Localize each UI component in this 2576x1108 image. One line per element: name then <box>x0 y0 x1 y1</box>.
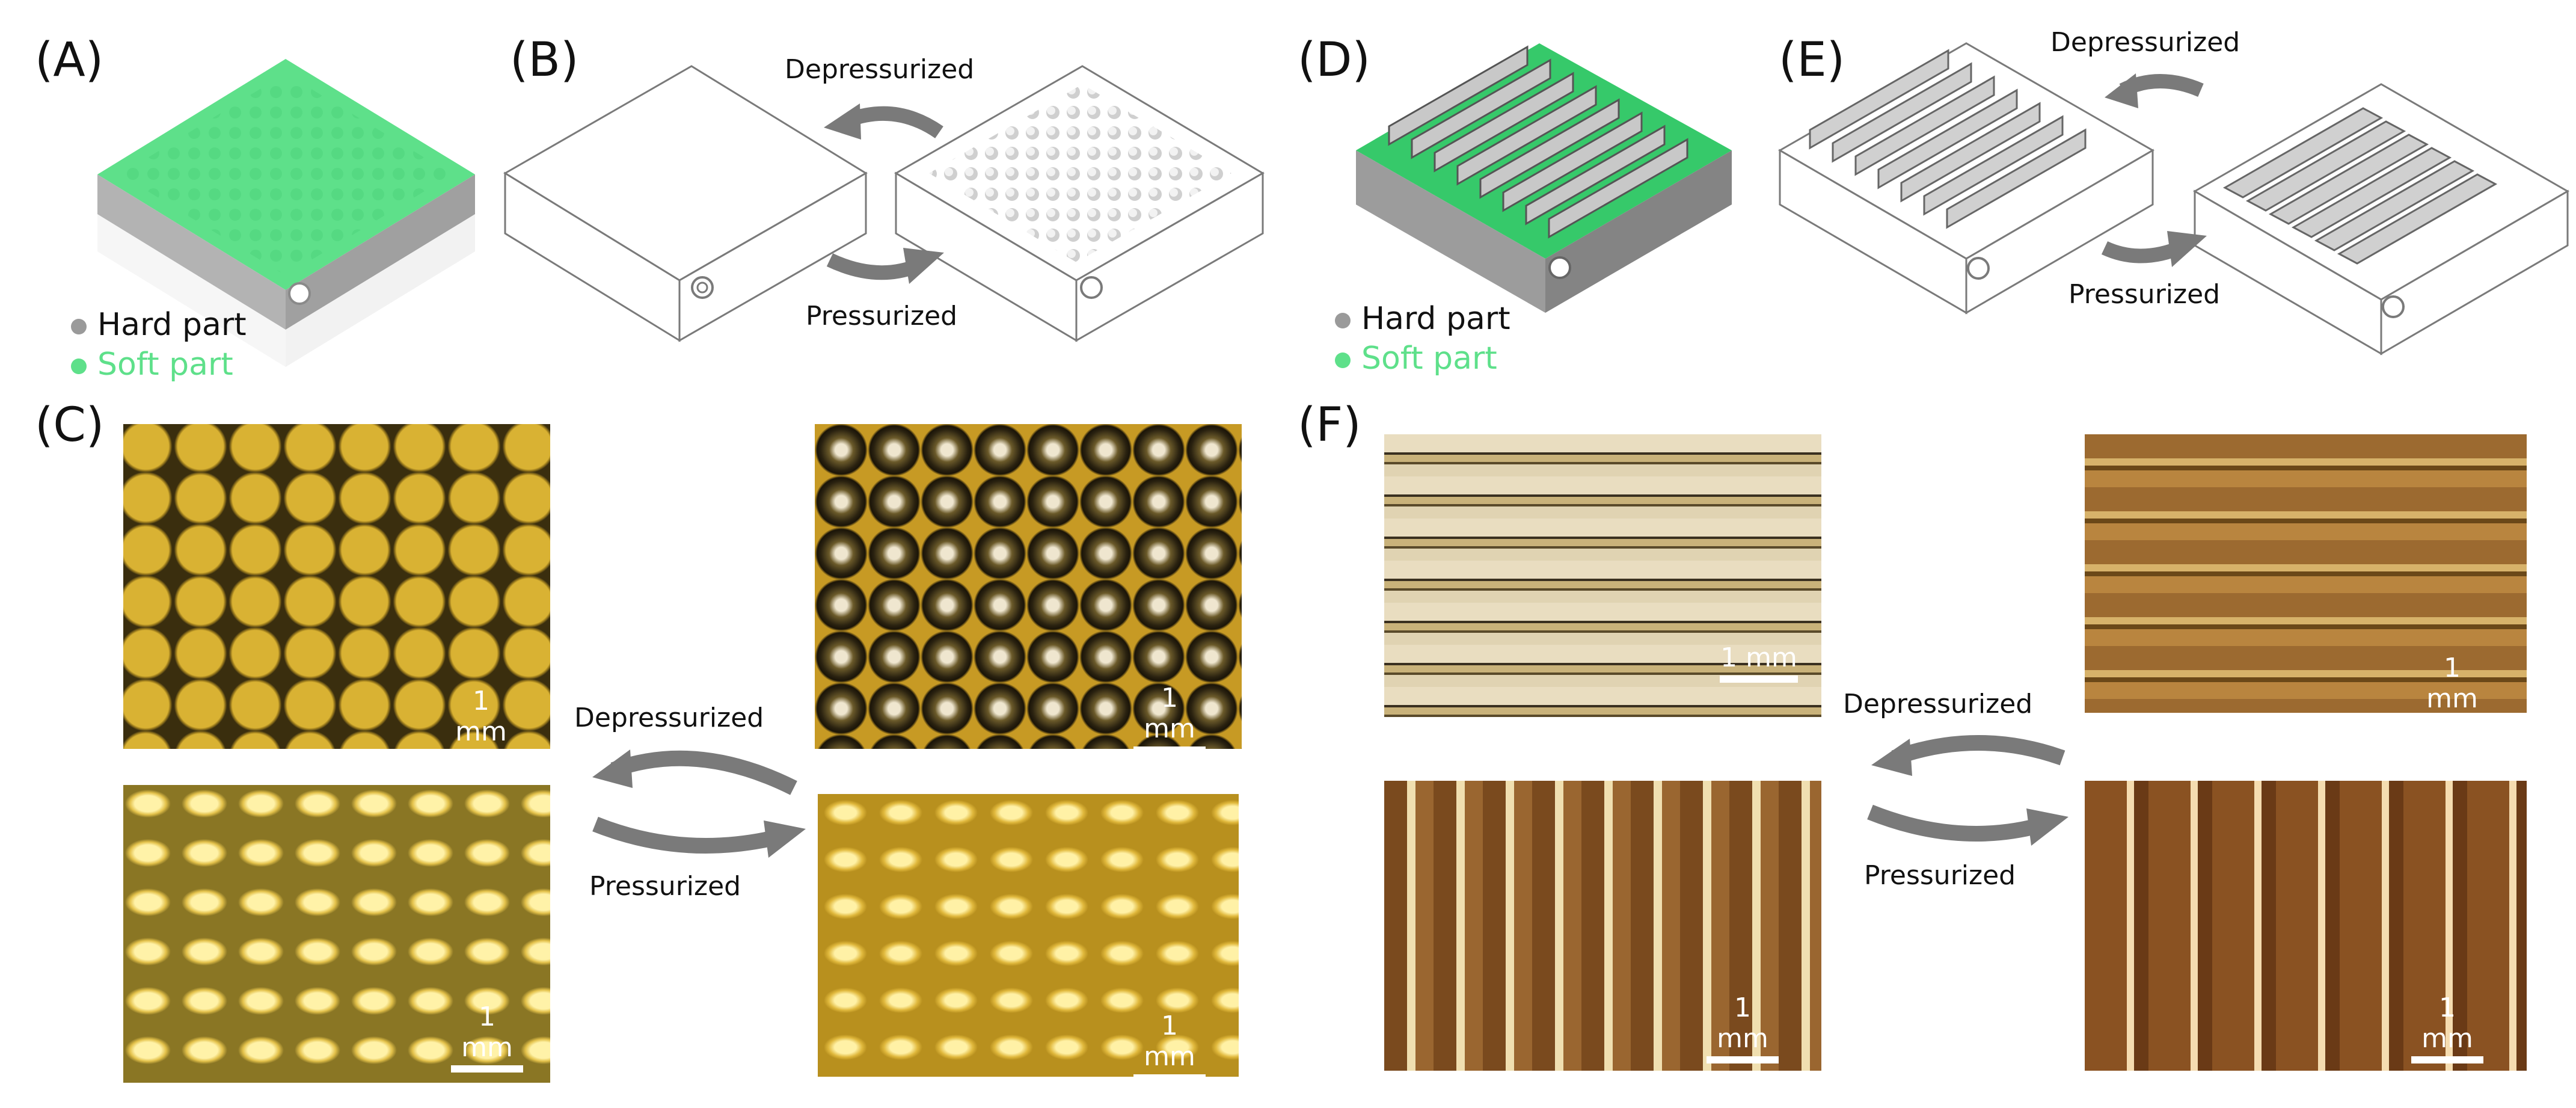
arrow-f-depressurize-head <box>1871 739 1912 776</box>
block-b-domed <box>894 65 1265 342</box>
panel-label-b: (B) <box>510 33 579 87</box>
block-e-upright-fins <box>1778 42 2154 315</box>
b-pressurized-label: Pressurized <box>806 301 958 331</box>
micrograph-c-bottom-left <box>123 785 550 1083</box>
micrograph-f-top-right <box>2085 434 2527 713</box>
arrow-b-depressurize-head <box>824 103 861 140</box>
block-e-tilted-fins <box>2193 83 2569 355</box>
legend-hard-part: Hard part <box>71 307 247 343</box>
micrograph-f-bottom-left <box>1384 781 1821 1071</box>
scale-bar-c-top-right: 1 mm <box>1133 683 1206 754</box>
panel-label-d: (D) <box>1298 33 1370 87</box>
arrow-f-pressurize <box>1867 804 2047 842</box>
micrograph-c-top-right <box>815 424 1242 749</box>
scale-bar-f-top-right: 1 mm <box>2416 653 2488 724</box>
arrow-c-depressurize-head <box>592 749 633 788</box>
arrow-e-pressurize-head <box>2167 231 2207 267</box>
scale-bar-c-top-left: 1 mm <box>445 686 517 757</box>
f-depressurized-label: Depressurized <box>1843 689 2033 719</box>
f-pressurized-label: Pressurized <box>1864 860 2016 891</box>
scale-bar-f-top-left: 1 mm <box>1720 642 1798 683</box>
soft-part-swatch <box>71 359 87 374</box>
arrow-c-depressurize <box>610 750 797 795</box>
micrograph-c-bottom-right <box>818 794 1239 1077</box>
c-pressurized-label: Pressurized <box>589 871 741 902</box>
panel-label-f: (F) <box>1298 398 1361 452</box>
panel-label-c: (C) <box>35 398 105 452</box>
block-d <box>1356 43 1732 313</box>
legend-hard-part: Hard part <box>1335 301 1510 337</box>
legend-d: Hard part Soft part <box>1335 301 1510 377</box>
legend-soft-part: Soft part <box>71 346 247 383</box>
arrow-c-pressurize-head <box>764 820 806 858</box>
e-pressurized-label: Pressurized <box>2068 279 2221 310</box>
scale-bar-c-bottom-right: 1 mm <box>1133 1011 1206 1082</box>
micrograph-f-bottom-right <box>2085 781 2527 1071</box>
legend-a: Hard part Soft part <box>71 307 247 383</box>
arrow-b-pressurize-head <box>903 248 944 284</box>
micrograph-f-top-left <box>1384 434 1821 717</box>
panel-label-a: (A) <box>35 33 104 87</box>
block-a <box>97 59 475 367</box>
block-b-flat <box>503 65 868 342</box>
arrow-c-pressurize <box>592 816 784 854</box>
scale-bar-f-bottom-left: 1 mm <box>1707 993 1779 1063</box>
c-depressurized-label: Depressurized <box>574 703 764 733</box>
arrow-f-pressurize-head <box>2026 808 2068 846</box>
hard-part-swatch <box>1335 313 1351 328</box>
hard-part-swatch <box>71 319 87 334</box>
arrow-b-depressurize <box>845 106 943 138</box>
scale-bar-f-bottom-right: 1 mm <box>2411 993 2483 1063</box>
arrow-f-depressurize <box>1891 735 2065 766</box>
panel-label-e: (E) <box>1779 33 1845 87</box>
legend-soft-part: Soft part <box>1335 340 1510 377</box>
b-depressurized-label: Depressurized <box>785 54 975 85</box>
e-depressurized-label: Depressurized <box>2050 27 2240 58</box>
micrograph-c-top-left <box>123 424 550 749</box>
arrow-e-depressurize-head <box>2105 73 2138 108</box>
soft-part-swatch <box>1335 352 1351 368</box>
scale-bar-c-bottom-left: 1 mm <box>451 1002 523 1073</box>
